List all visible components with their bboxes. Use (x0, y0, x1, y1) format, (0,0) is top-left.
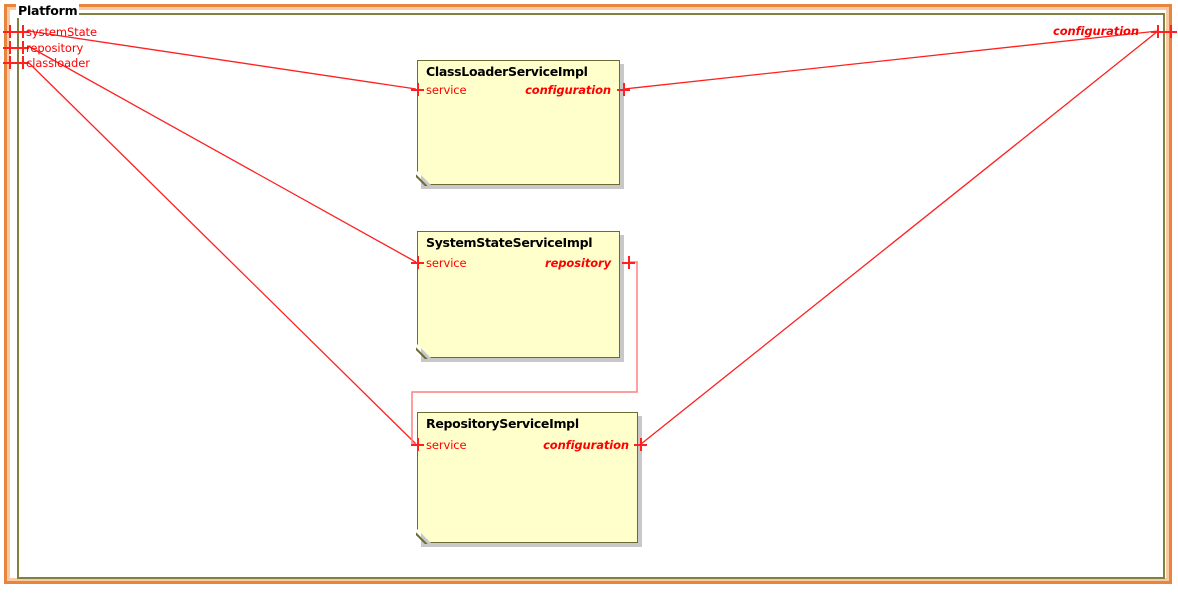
component-port-marker-repository-service[interactable] (411, 438, 424, 451)
component-port-label-repository: repository (545, 256, 611, 270)
component-systemstate-service-impl[interactable]: SystemStateServiceImpl service repositor… (417, 231, 624, 362)
platform-frame-inner-border (17, 13, 1165, 579)
component-repository-service-impl[interactable]: RepositoryServiceImpl service configurat… (417, 412, 642, 547)
component-title-systemstate-service-impl: SystemStateServiceImpl (426, 235, 593, 250)
component-port-marker-systemstate-service[interactable] (411, 256, 424, 269)
component-port-label-service: service (426, 438, 467, 452)
frame-port-label-systemstate: systemState (26, 25, 97, 39)
component-title-repository-service-impl: RepositoryServiceImpl (426, 416, 579, 431)
frame-port-marker-classloader-outer[interactable] (3, 56, 16, 69)
frame-port-marker-systemstate-outer[interactable] (3, 25, 16, 38)
frame-port-marker-classloader-inner[interactable] (16, 56, 29, 69)
frame-port-marker-systemstate-inner[interactable] (16, 25, 29, 38)
component-port-label-service: service (426, 256, 467, 270)
frame-port-marker-repository-inner[interactable] (16, 41, 29, 54)
component-classloader-service-impl[interactable]: ClassLoaderServiceImpl service configura… (417, 60, 624, 189)
component-title-classloader-service-impl: ClassLoaderServiceImpl (426, 64, 588, 79)
component-port-marker-systemstate-repository[interactable] (622, 256, 635, 269)
component-port-marker-classloader-service[interactable] (411, 83, 424, 96)
component-port-label-configuration: configuration (543, 438, 629, 452)
component-port-label-configuration: configuration (525, 83, 611, 97)
component-body (417, 412, 638, 543)
component-port-marker-repository-configuration[interactable] (634, 438, 647, 451)
frame-port-marker-repository-outer[interactable] (3, 41, 16, 54)
component-body (417, 231, 620, 358)
frame-port-label-classloader: classloader (26, 56, 90, 70)
component-port-label-service: service (426, 83, 467, 97)
component-body (417, 60, 620, 185)
component-port-marker-classloader-configuration[interactable] (617, 83, 630, 96)
frame-port-label-configuration: configuration (1053, 24, 1139, 38)
frame-port-marker-configuration-inner[interactable] (1151, 25, 1164, 38)
platform-frame-title: Platform (16, 3, 80, 18)
frame-port-marker-configuration-outer[interactable] (1164, 25, 1177, 38)
frame-port-label-repository: repository (26, 41, 84, 55)
